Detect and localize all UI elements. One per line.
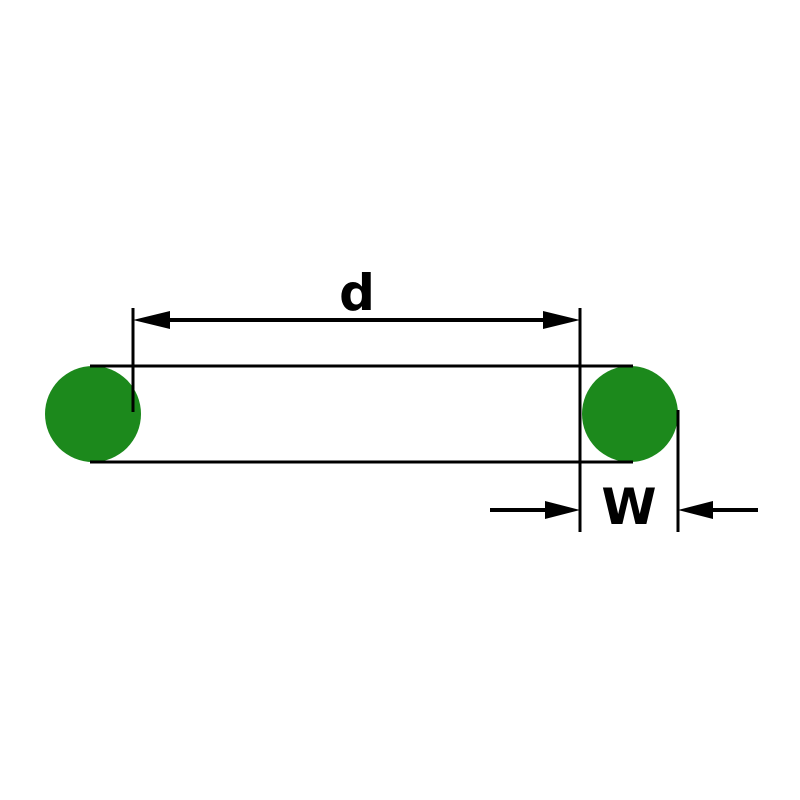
oring-cross-section-right <box>582 366 678 462</box>
width-label: W <box>601 478 656 536</box>
arrowhead-right-icon <box>543 311 580 329</box>
diameter-label: d <box>339 264 375 322</box>
oring-cross-section-left <box>45 366 141 462</box>
arrowhead-inward-left-icon <box>545 501 580 519</box>
diameter-dimension: d <box>133 264 580 329</box>
arrowhead-left-icon <box>133 311 170 329</box>
arrowhead-inward-right-icon <box>678 501 713 519</box>
width-dimension: W <box>490 478 758 536</box>
